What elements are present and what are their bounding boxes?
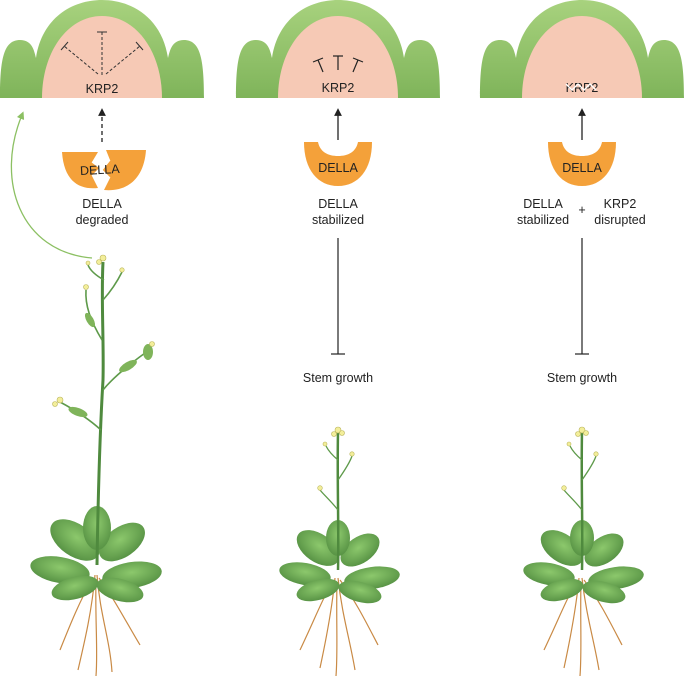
- krp2-label: KRP2: [86, 82, 119, 96]
- krp2-label: KRP2: [322, 81, 355, 95]
- caption-plus: +: [578, 203, 585, 217]
- caption-line2: stabilized: [312, 213, 364, 227]
- caption-line2: degraded: [76, 213, 129, 227]
- inhibition-marks: [312, 55, 364, 73]
- dashed-inhibition-lines: [60, 31, 144, 75]
- caption-right-line2: disrupted: [594, 213, 645, 227]
- caption-right-line1: KRP2: [604, 197, 637, 211]
- outcome-label: Stem growth: [547, 371, 617, 385]
- outcome-label: Stem growth: [303, 371, 373, 385]
- caption-line1: DELLA: [318, 197, 358, 211]
- caption-left-line1: DELLA: [523, 197, 563, 211]
- della-protein-label: DELLA: [318, 161, 358, 175]
- plant-short: [279, 426, 400, 677]
- disruption-mark: [565, 83, 597, 91]
- della-icon: [304, 142, 372, 186]
- panel-della-stabilized-krp2-disrupted: KRP2 DELLA DELLA stabilized + KRP2 disru…: [480, 0, 684, 677]
- panel-della-degraded: KRP2 DELLA DELLA degraded: [0, 0, 204, 677]
- della-protein-label: DELLA: [80, 162, 121, 178]
- plant-short: [523, 426, 644, 677]
- caption-left-line2: stabilized: [517, 213, 569, 227]
- della-protein-label: DELLA: [562, 161, 602, 175]
- della-icon: [548, 142, 616, 186]
- della-degraded-icon: [62, 150, 146, 191]
- caption-line1: DELLA: [82, 197, 122, 211]
- plant-tall: [30, 254, 162, 677]
- feedback-arrow: [10, 111, 93, 259]
- panel-della-stabilized: KRP2 DELLA DELLA stabilized Stem growth: [236, 0, 440, 677]
- rosette-leaves: [30, 506, 162, 603]
